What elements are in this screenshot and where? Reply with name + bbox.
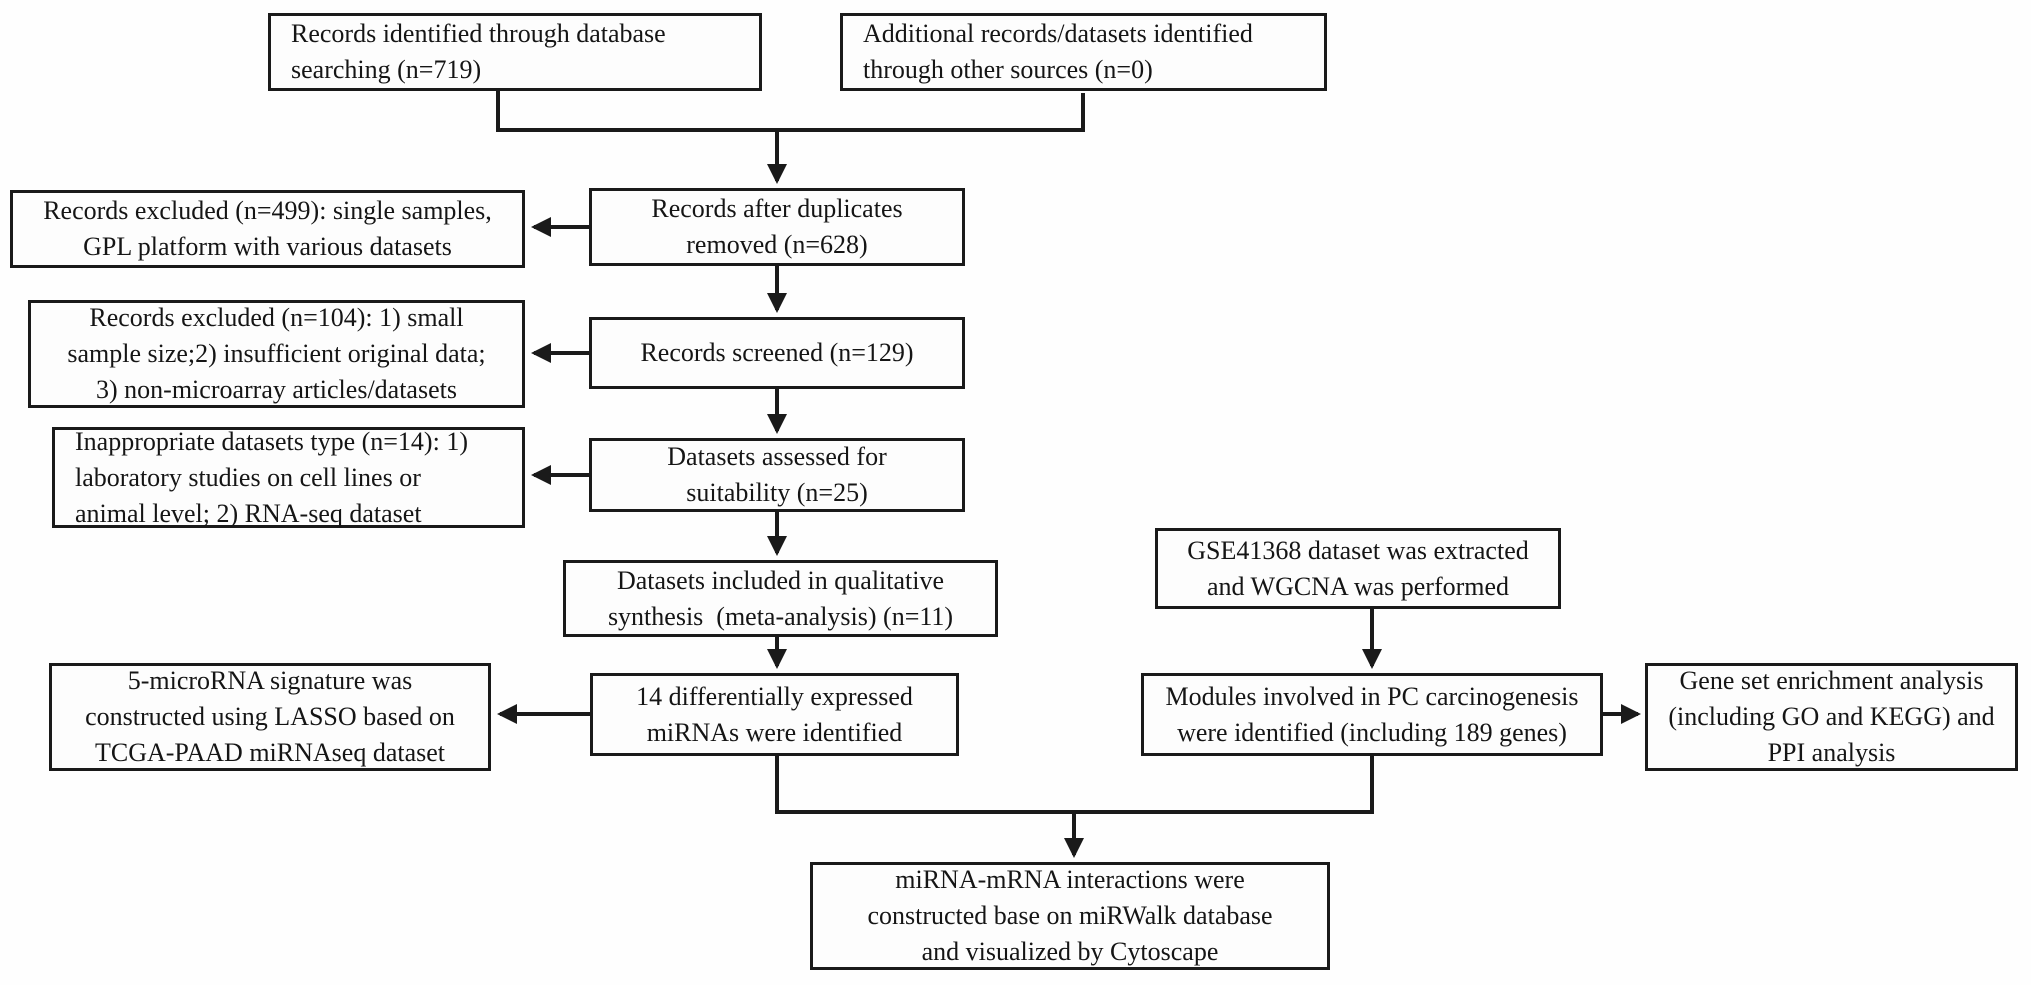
connector-top-merge-rails [496, 91, 1085, 132]
node-text-line: and visualized by Cytoscape [921, 937, 1219, 966]
node-modules-identified: Modules involved in PC carcinogenesis we… [1141, 673, 1603, 756]
node-text-line: 3) non-microarray articles/datasets [96, 375, 457, 404]
node-qualitative-synthesis: Datasets included in qualitative synthes… [563, 560, 998, 637]
node-text-line: laboratory studies on cell lines or [75, 462, 421, 492]
node-additional-records: Additional records/datasets identified t… [840, 13, 1327, 91]
node-text-line: Records screened (n=129) [640, 338, 914, 367]
node-text-line: Datasets assessed for [667, 442, 887, 471]
node-text-line: Records excluded (n=499): single samples… [43, 196, 492, 225]
node-text-line: were identified (including 189 genes) [1177, 717, 1567, 747]
node-records-screened: Records screened (n=129) [589, 317, 965, 389]
node-text-line: PPI analysis [1767, 738, 1896, 767]
node-text-line: GPL platform with various datasets [83, 232, 452, 261]
node-text-line: (including GO and KEGG) and [1668, 702, 1995, 731]
node-text-line: removed (n=628) [686, 230, 868, 259]
node-text-line: GSE41368 dataset was extracted [1187, 535, 1529, 565]
node-text-line: synthesis (meta-analysis) (n=11) [607, 601, 954, 631]
node-text-line: Modules involved in PC carcinogenesis [1165, 681, 1579, 711]
node-text-line: constructed base on miRWalk database [867, 901, 1273, 930]
node-text-line: TCGA-PAAD miRNAseq dataset [94, 738, 446, 767]
node-text-line: searching (n=719) [291, 55, 482, 84]
node-text-line: miRNAs were identified [646, 717, 903, 747]
node-text-line: Inappropriate datasets type (n=14): 1) [75, 426, 468, 456]
node-text-line: Records excluded (n=104): 1) small [89, 303, 464, 332]
node-text-line: constructed using LASSO based on [85, 702, 455, 731]
node-text-line: Records identified through database [291, 19, 666, 48]
node-excluded-single-samples: Records excluded (n=499): single samples… [10, 190, 525, 268]
node-text-line: and WGCNA was performed [1206, 571, 1510, 601]
node-text-line: miRNA-mRNA interactions were [895, 865, 1245, 894]
node-text-line: 14 differentially expressed [636, 681, 913, 711]
node-text-line: animal level; 2) RNA-seq dataset [75, 498, 422, 528]
node-text-line: suitability (n=25) [686, 478, 868, 507]
node-text-line: Records after duplicates [651, 194, 903, 223]
node-text-line: sample size;2) insufficient original dat… [67, 339, 486, 368]
node-duplicates-removed: Records after duplicates removed (n=628) [589, 188, 965, 266]
node-inappropriate-datasets: Inappropriate datasets type (n=14): 1) l… [52, 427, 525, 528]
node-degs-identified: 14 differentially expressed miRNAs were … [590, 673, 959, 756]
node-text-line: Gene set enrichment analysis [1679, 666, 1984, 695]
node-text-line: through other sources (n=0) [863, 55, 1153, 84]
node-text-line: Additional records/datasets identified [863, 19, 1253, 48]
node-datasets-assessed: Datasets assessed for suitability (n=25) [589, 438, 965, 512]
node-enrichment-analysis: Gene set enrichment analysis (including … [1645, 663, 2018, 771]
node-wgcna: GSE41368 dataset was extracted and WGCNA… [1155, 528, 1561, 609]
connector-bottom-merge-rails [775, 756, 1374, 814]
node-lasso-signature: 5-microRNA signature was constructed usi… [49, 663, 491, 771]
node-excluded-small-sample: Records excluded (n=104): 1) small sampl… [28, 300, 525, 408]
node-records-identified: Records identified through database sear… [268, 13, 762, 91]
node-text-line: Datasets included in qualitative [616, 565, 945, 595]
node-mirna-mrna-network: miRNA-mRNA interactions were constructed… [810, 862, 1330, 970]
node-text-line: 5-microRNA signature was [127, 666, 413, 695]
